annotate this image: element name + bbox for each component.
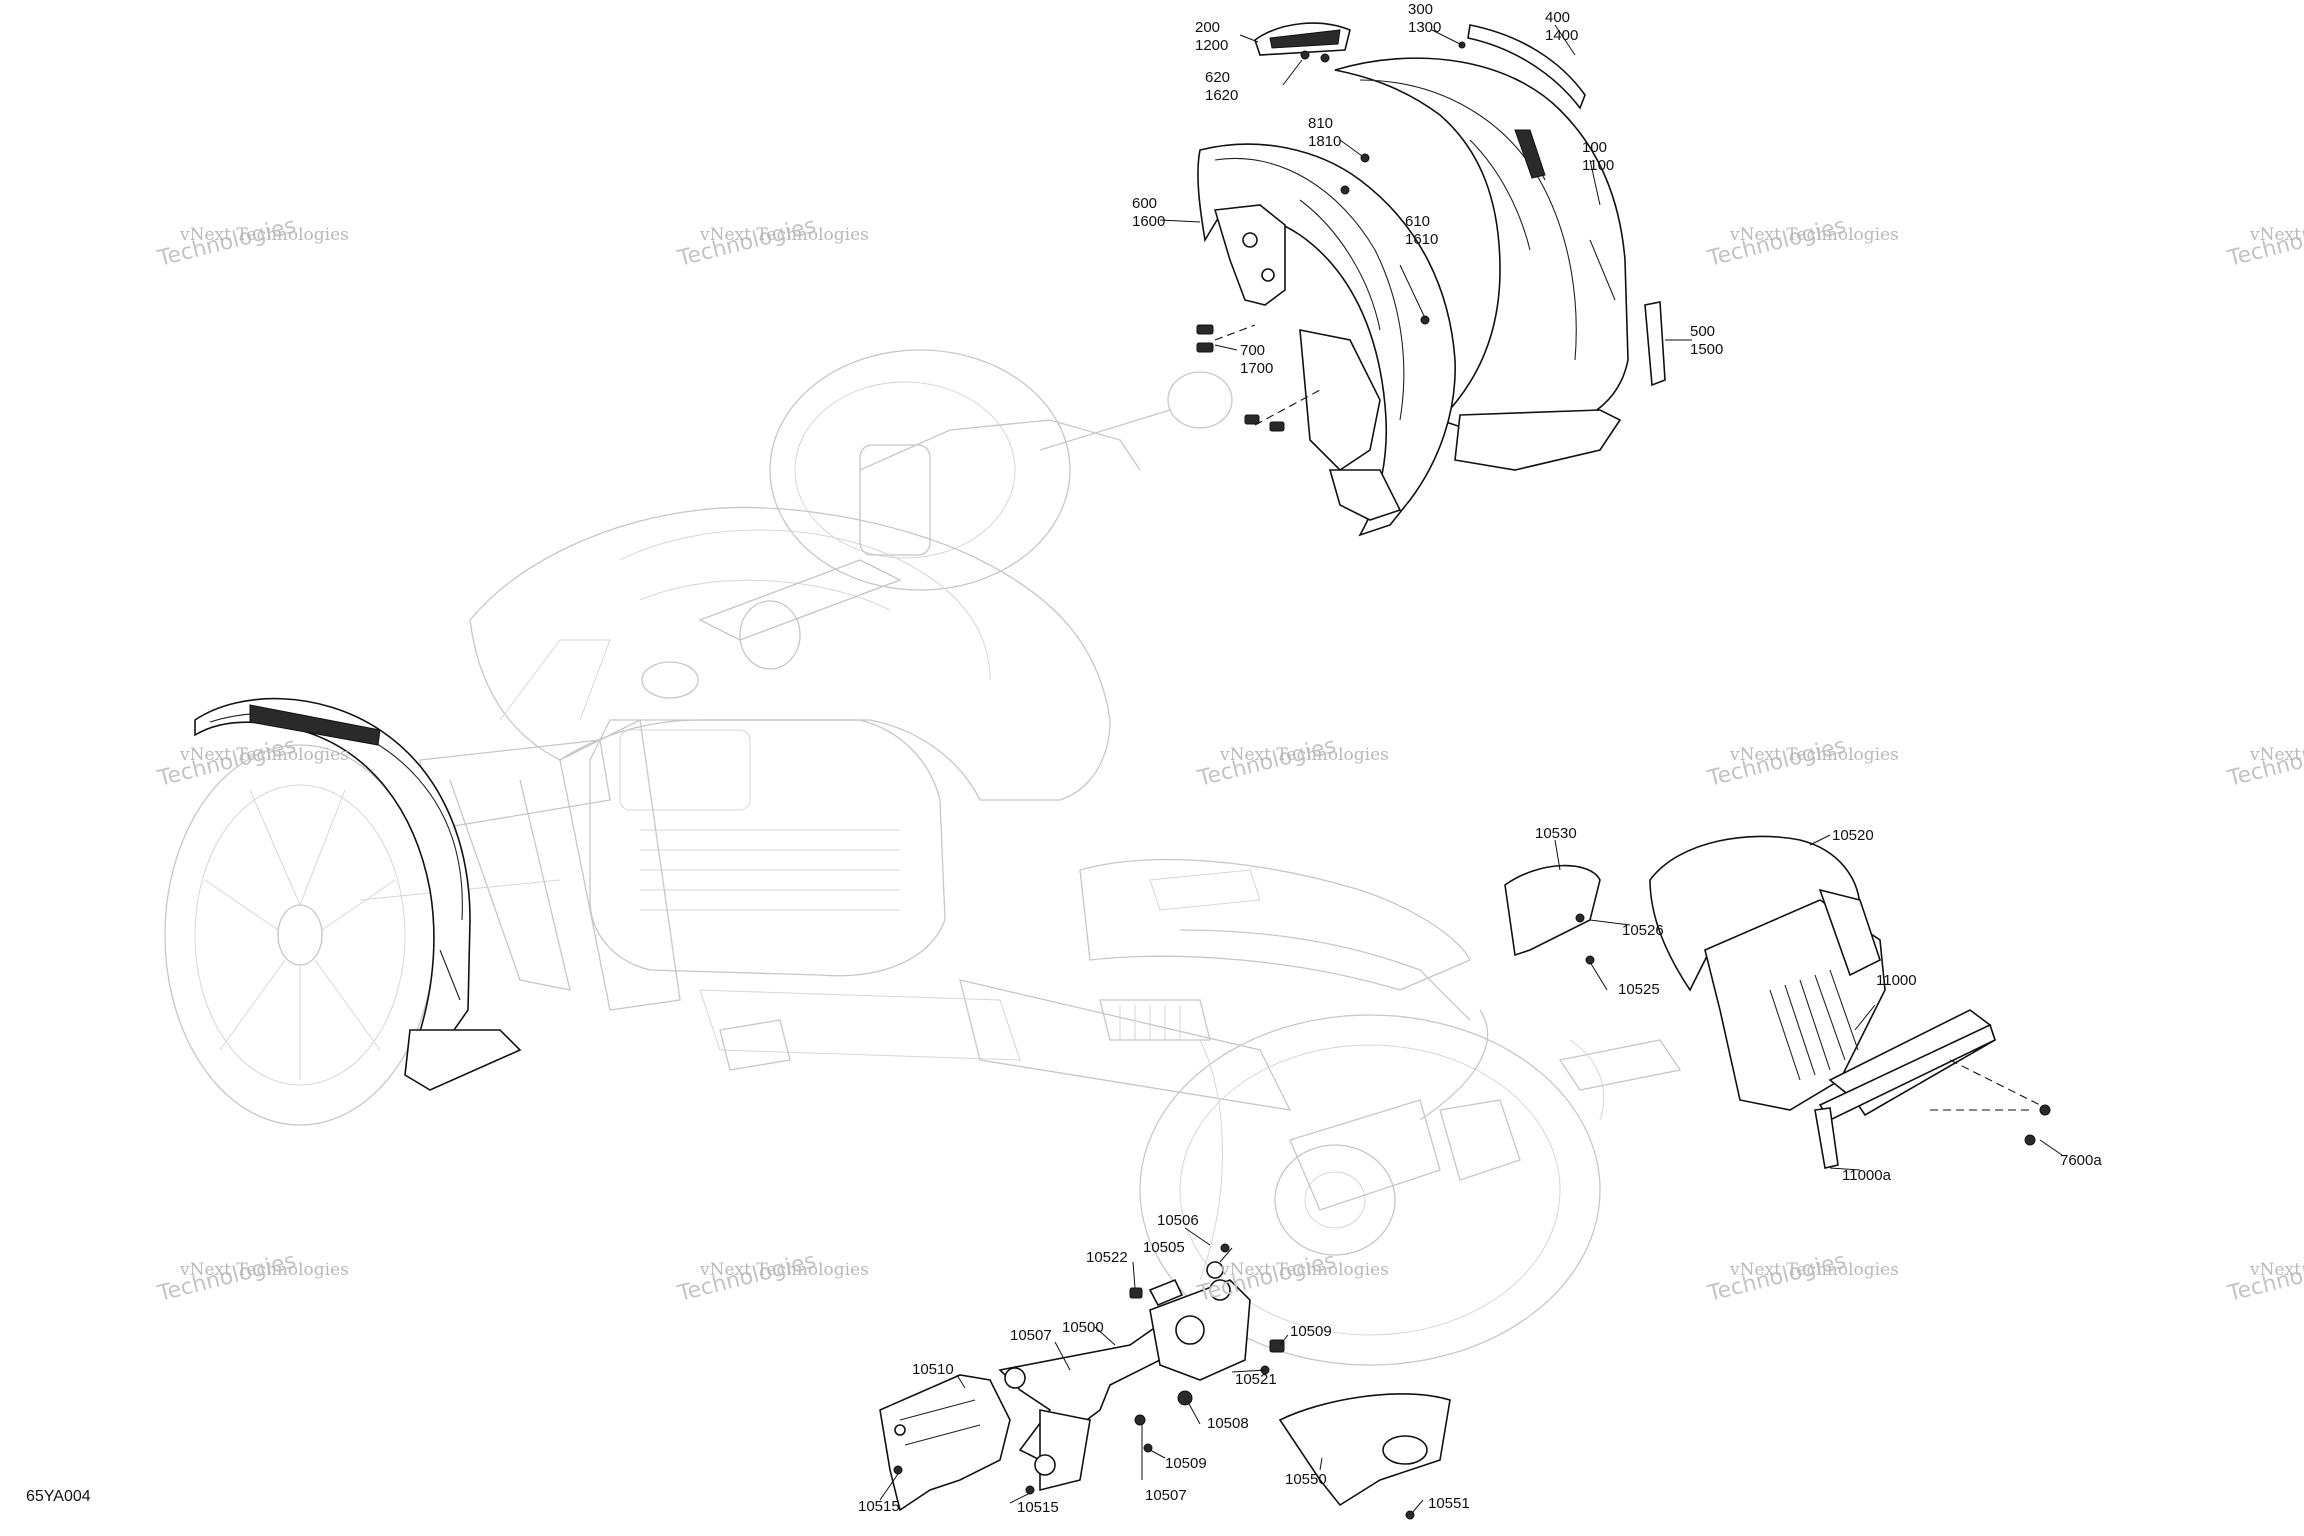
- fender-trim-strip: [1467, 24, 1586, 110]
- fender-bottom-extension: [1454, 409, 1622, 471]
- watermark-text: vNext Technologies: [2249, 745, 2304, 765]
- callout-c10507a-line1: 10507: [1010, 1327, 1052, 1344]
- callout-c10522-line1: 10522: [1086, 1249, 1128, 1266]
- callout-labels: 2001200620162030013004001400810181010011…: [858, 1, 2102, 1516]
- callout-c200-line2: 1200: [1195, 37, 1228, 54]
- callout-c10530-line1: 10530: [1535, 825, 1577, 842]
- callout-c400-line1: 400: [1545, 9, 1570, 26]
- callout-c200-line1: 200: [1195, 19, 1220, 36]
- callout-c10515b-line1: 10515: [1017, 1499, 1059, 1516]
- callout-c810-line1: 810: [1308, 115, 1333, 132]
- callout-c300-line1: 300: [1408, 1, 1433, 18]
- lower-bracket-assembly: [879, 1243, 1451, 1520]
- watermark-text: vNext Technologies: [2249, 1260, 2304, 1280]
- rear-mudguard: [1649, 835, 1861, 992]
- side-reflector: [1644, 301, 1666, 387]
- front-fender-assembly: [1196, 22, 1666, 537]
- callout-c610-line2: 1610: [1405, 231, 1438, 248]
- watermark-text: vNext Technologies: [699, 1260, 869, 1280]
- callout-c10520-line1: 10520: [1832, 827, 1874, 844]
- fender-mounting-bracket: [1213, 204, 1286, 306]
- bracket-hardware: [893, 1243, 1415, 1520]
- callout-c100-line2: 1100: [1582, 157, 1614, 174]
- callout-c600-line2: 1600: [1132, 213, 1165, 230]
- callout-c700-line2: 1700: [1240, 360, 1273, 377]
- callout-c500-line1: 500: [1690, 323, 1715, 340]
- callout-c100-line1: 100: [1582, 139, 1607, 156]
- callout-c500-line2: 1500: [1690, 341, 1723, 358]
- callout-c10550-line1: 10550: [1285, 1471, 1327, 1488]
- callout-c10507b-line1: 10507: [1145, 1487, 1187, 1504]
- callout-c10510-line1: 10510: [912, 1361, 954, 1378]
- license-plate-light-strip: [1814, 1107, 1839, 1169]
- fender-lower-bracket: [1299, 329, 1381, 472]
- watermark-text: vNext Technologies: [1729, 1260, 1899, 1280]
- callout-c620-line1: 620: [1205, 69, 1230, 86]
- callout-c600-line1: 600: [1132, 195, 1157, 212]
- watermark-text: vNext Technologies: [179, 1260, 349, 1280]
- callout-c300-line2: 1300: [1408, 19, 1441, 36]
- watermark-text: vNext Technologies: [2249, 225, 2304, 245]
- callout-c10509a-line1: 10509: [1290, 1323, 1332, 1340]
- callout-c10526-line1: 10526: [1622, 922, 1664, 939]
- callout-c10508-line1: 10508: [1207, 1415, 1249, 1432]
- callout-c10521-line1: 10521: [1235, 1371, 1277, 1388]
- callout-c10525-line1: 10525: [1618, 981, 1660, 998]
- callout-c7600a-line1: 7600a: [2060, 1152, 2102, 1169]
- callout-c10500-line1: 10500: [1062, 1319, 1104, 1336]
- rear-deflector-panel: [1504, 864, 1601, 957]
- watermark-text: vNext Technologies: [1729, 745, 1899, 765]
- bottom-skid-cover: [1278, 1393, 1451, 1507]
- watermark-text: vNext Technologies: [1729, 225, 1899, 245]
- left-front-fender: [194, 697, 522, 1091]
- callout-c10506-line1: 10506: [1157, 1212, 1199, 1229]
- callout-c10515a-line1: 10515: [858, 1498, 900, 1515]
- left-side-cover: [879, 1374, 1011, 1512]
- watermark-text: vNext Technologies: [1219, 745, 1389, 765]
- rear-fender-assembly: [1504, 835, 2051, 1169]
- callout-c10509b-line1: 10509: [1165, 1455, 1207, 1472]
- fender-screws: [1196, 41, 1466, 432]
- callout-c11000-line1: 11000: [1876, 972, 1917, 989]
- callout-c10505-line1: 10505: [1143, 1239, 1185, 1256]
- leader-lines: [879, 24, 2063, 1514]
- callout-c620-line2: 1620: [1205, 87, 1238, 104]
- watermark-text: vNext Technologies: [699, 225, 869, 245]
- watermark-text: vNext Technologies: [1219, 1260, 1389, 1280]
- callout-c610-line1: 610: [1405, 213, 1430, 230]
- callout-c10551-line1: 10551: [1428, 1495, 1470, 1512]
- callout-c11000a-line1: 11000a: [1842, 1167, 1892, 1184]
- vehicle-ghost-outline: [164, 349, 1682, 1366]
- watermark-text: vNext Technologies: [179, 225, 349, 245]
- diagram-code: 65YA004: [26, 1488, 91, 1505]
- callout-c810-line2: 1810: [1308, 133, 1341, 150]
- watermark-text: vNext Technologies: [179, 745, 349, 765]
- callout-c700-line1: 700: [1240, 342, 1265, 359]
